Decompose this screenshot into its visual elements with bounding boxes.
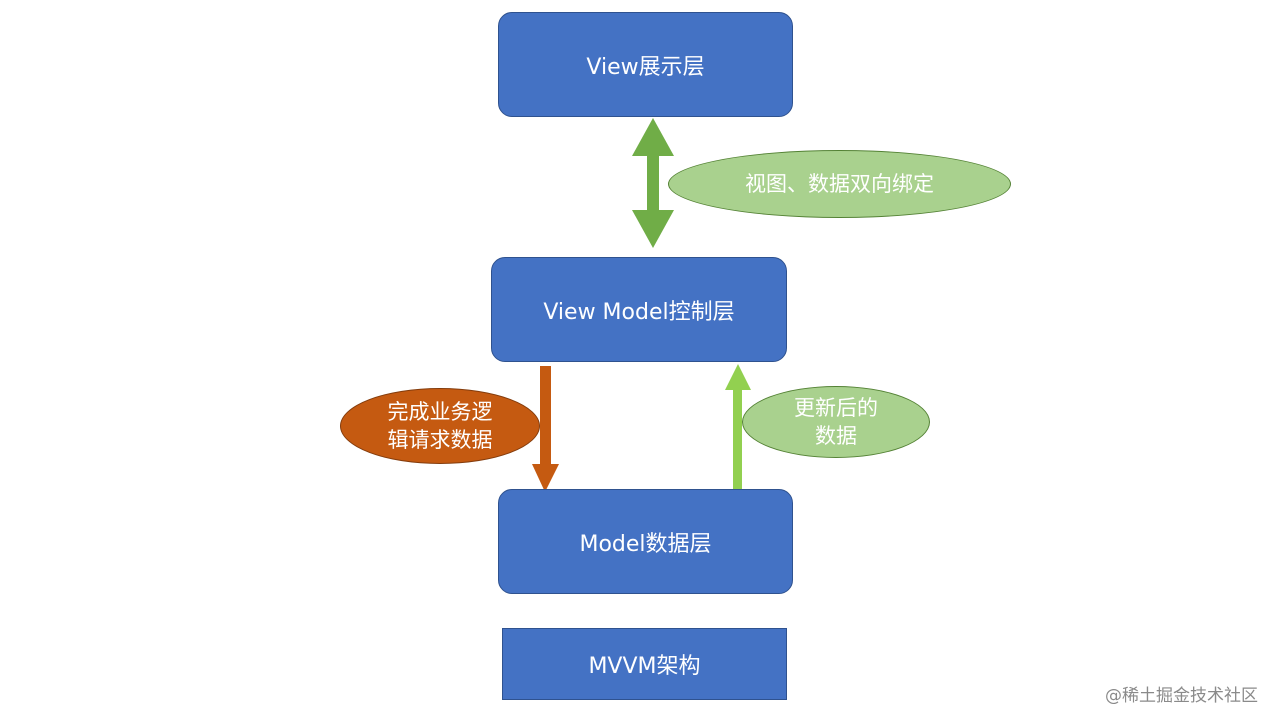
request-data-text: 完成业务逻 辑请求数据	[387, 399, 493, 452]
view-layer-box: View展示层	[498, 12, 793, 117]
updated-data-arrow	[725, 364, 751, 490]
updated-data-text: 更新后的 数据	[794, 395, 878, 448]
diagram-caption: MVVM架构	[588, 654, 701, 679]
model-layer-box: Model数据层	[498, 489, 793, 594]
request-data-label: 完成业务逻 辑请求数据	[340, 388, 540, 464]
two-way-binding-label: 视图、数据双向绑定	[668, 150, 1011, 218]
viewmodel-layer-box: View Model控制层	[491, 257, 787, 362]
two-way-binding-arrow	[632, 118, 674, 248]
model-layer-label: Model数据层	[579, 531, 712, 557]
diagram-caption-box: MVVM架构	[502, 628, 787, 700]
updated-data-label: 更新后的 数据	[742, 386, 930, 458]
viewmodel-layer-label: View Model控制层	[543, 299, 735, 325]
two-way-binding-text: 视图、数据双向绑定	[745, 171, 934, 196]
watermark: @稀土掘金技术社区	[1105, 686, 1258, 706]
view-layer-label: View展示层	[586, 54, 705, 80]
request-data-arrow	[532, 366, 559, 492]
